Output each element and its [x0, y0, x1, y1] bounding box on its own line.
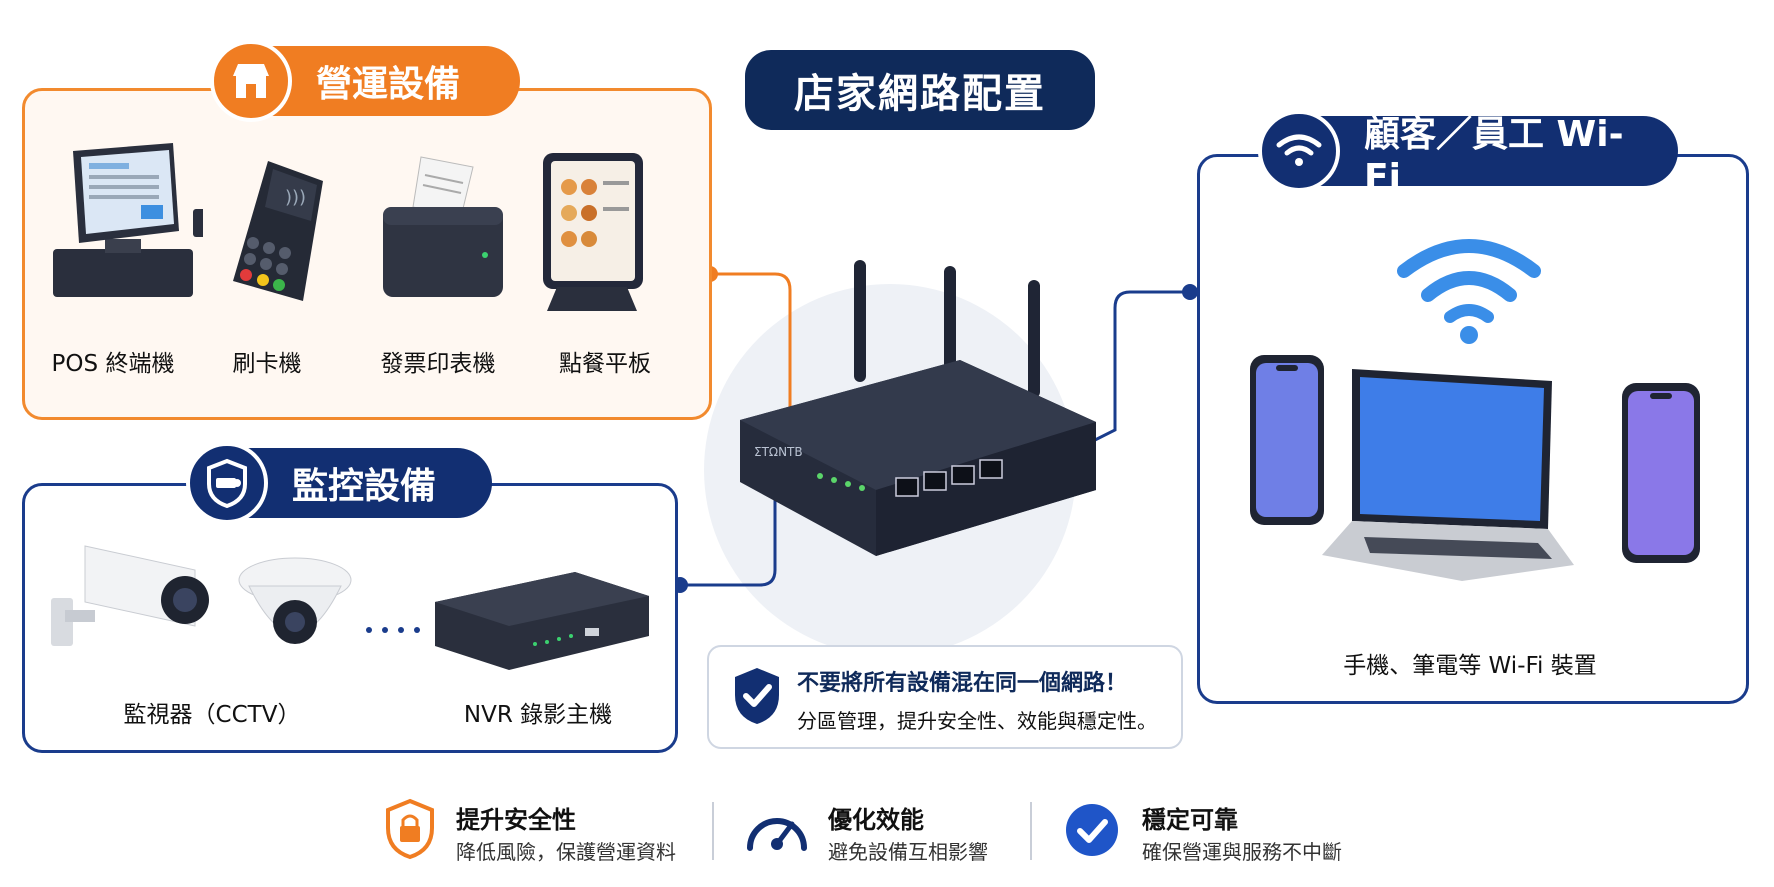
- divider: [712, 802, 714, 860]
- device-label-card-reader: 刷卡機: [232, 351, 302, 377]
- wifi-panel: [1197, 154, 1749, 704]
- wifi-icon: [1258, 110, 1340, 192]
- operations-panel: ))): [22, 88, 712, 420]
- pos-terminal-icon: [53, 143, 203, 297]
- check-shield-icon: [735, 668, 779, 724]
- laptop-icon: [1322, 369, 1574, 581]
- benefit-title-stability: 穩定可靠: [1142, 806, 1238, 834]
- benefit-subtitle-performance: 避免設備互相影響: [828, 840, 988, 864]
- wifi-link-dot: [1182, 284, 1198, 300]
- device-label-tablet: 點餐平板: [559, 351, 651, 377]
- receipt-printer-icon: [383, 156, 503, 297]
- camera-shield-icon: [186, 442, 268, 524]
- speedometer-icon: [747, 818, 807, 851]
- router-brand: ΣTΩNTB: [754, 445, 803, 459]
- wifi-heading-text: 顧客／員工 Wi-Fi: [1364, 113, 1624, 198]
- phone-icon: [1250, 355, 1324, 525]
- wifi-link: [1094, 290, 1190, 442]
- surveillance-heading-text: 監控設備: [292, 466, 437, 507]
- benefit-title-security: 提升安全性: [456, 806, 576, 834]
- wifi-heading: 顧客／員工 Wi-Fi: [1258, 110, 1678, 198]
- lock-shield-icon: [386, 798, 434, 860]
- svg-text:))): ))): [285, 187, 306, 208]
- nvr-recorder-icon: [435, 572, 649, 670]
- surveillance-heading: 監控設備: [186, 442, 492, 524]
- phone-right-icon: [1622, 383, 1700, 563]
- benefit-subtitle-stability: 確保營運與服務不中斷: [1142, 840, 1342, 864]
- surveillance-panel: [22, 483, 678, 753]
- dome-camera-icon: [238, 557, 352, 644]
- operations-heading: 營運設備: [210, 40, 520, 122]
- device-label-printer: 發票印表機: [380, 351, 496, 377]
- operations-heading-text: 營運設備: [316, 64, 461, 105]
- device-label-cctv: 監視器（CCTV）: [123, 702, 301, 728]
- wifi-signal-icon: [1397, 239, 1541, 344]
- divider: [1030, 802, 1032, 860]
- device-label-pos: POS 終端機: [51, 351, 175, 377]
- warning-title: 不要將所有設備混在同一個網路！: [797, 671, 1128, 696]
- cctv-camera-icon: [51, 545, 209, 646]
- store-icon: [210, 40, 292, 122]
- cctv-link: [680, 500, 777, 587]
- device-label-nvr: NVR 錄影主機: [463, 702, 613, 728]
- router-icon: ΣTΩNTB: [740, 260, 1096, 556]
- wifi-devices-label: 手機、筆電等 Wi-Fi 裝置: [1343, 653, 1597, 679]
- check-circle-icon: [1066, 804, 1118, 856]
- order-tablet-icon: [543, 153, 643, 311]
- card-reader-icon: ))): [233, 161, 323, 301]
- warning-box: 不要將所有設備混在同一個網路！ 分區管理，提升安全性、效能與穩定性。: [707, 645, 1183, 749]
- warning-subtitle: 分區管理，提升安全性、效能與穩定性。: [797, 709, 1157, 733]
- ops-link: [706, 272, 792, 410]
- benefit-title-performance: 優化效能: [828, 806, 924, 834]
- page-title: 店家網路配置: [745, 50, 1095, 130]
- connection-dots: [366, 627, 420, 633]
- benefit-subtitle-security: 降低風險，保護營運資料: [456, 840, 676, 864]
